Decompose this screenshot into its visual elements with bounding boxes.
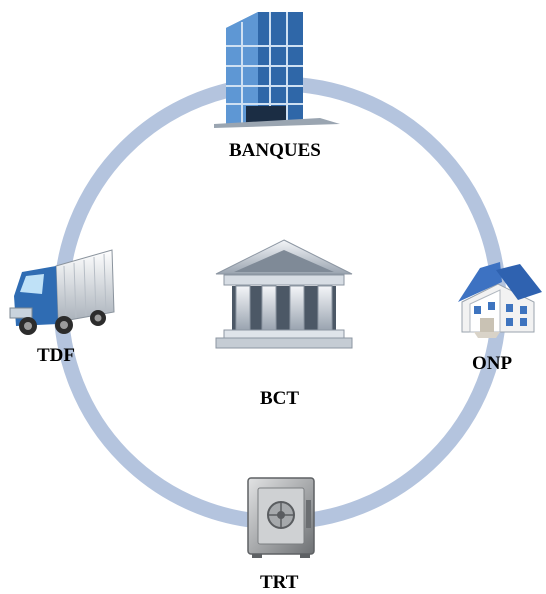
node-label-onp: ONP <box>472 353 513 374</box>
center-label-bct: BCT <box>260 388 300 409</box>
bank-building-icon <box>215 239 353 349</box>
office-building-icon <box>214 12 340 128</box>
safe-icon <box>247 477 315 558</box>
node-label-trt: TRT <box>260 572 299 593</box>
node-label-tdf: TDF <box>37 345 75 366</box>
node-label-banques: BANQUES <box>229 140 321 161</box>
house-icon <box>458 262 542 338</box>
delivery-truck-icon <box>9 249 115 335</box>
